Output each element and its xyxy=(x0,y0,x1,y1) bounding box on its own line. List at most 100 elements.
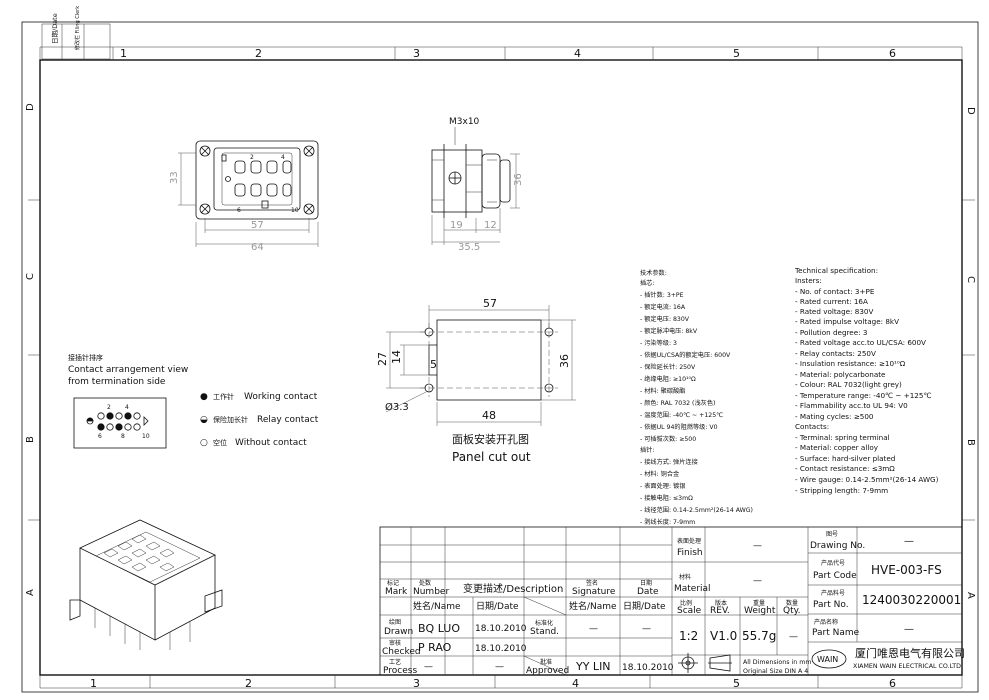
spec-en-line: - Temperature range: -40℃ ~ +125℃ xyxy=(795,391,932,400)
spec-cn-line: - 额定电压: 830V xyxy=(640,315,690,323)
zone-number-top-6: 6 xyxy=(889,47,896,60)
cutout-title-cn: 面板安装开孔图 xyxy=(452,432,529,446)
legend-without-symbol: ○ xyxy=(200,438,208,448)
tb-drawn-date: 18.10.2010 xyxy=(475,624,527,634)
tb-number-en: Number xyxy=(413,587,449,597)
front-view: 2 4 6 10 33 57 64 xyxy=(169,140,319,253)
spec-en-line: Insters: xyxy=(795,276,822,285)
tb-approved-en: Approved xyxy=(526,666,569,676)
spec-cn-line: 插针: xyxy=(640,446,654,454)
tb-scale-val: 1:2 xyxy=(679,629,698,643)
company-logo-text: WAIN xyxy=(817,655,838,664)
zone-letter-left-b: B xyxy=(25,436,36,443)
date-corner-label: 日期/Date xyxy=(51,13,59,44)
legend-relay-cn: 保险加长针 xyxy=(213,415,248,424)
tb-process-en: Process xyxy=(383,666,417,676)
tb-weight-cn: 重量 xyxy=(753,599,765,607)
zone-number-bottom-1: 1 xyxy=(90,677,97,690)
legend-working-cn: 工作针 xyxy=(213,392,234,401)
legend-relay-symbol: ◒ xyxy=(200,415,208,425)
tb-rev-val: V1.0 xyxy=(710,629,737,643)
spec-en-line: - Colour: RAL 7032(light grey) xyxy=(795,380,902,389)
panel-cutout: 57 27 14 5 36 48 Ø3.3 面板安装开孔图 Panel cut … xyxy=(376,297,576,464)
front-pin-6: 6 xyxy=(237,207,241,214)
tb-company-en: XIAMEN WAIN ELECTRICAL CO.LTD xyxy=(853,663,961,670)
spec-en-line: - Rated current: 16A xyxy=(795,297,868,306)
cutout-dim-left-inner: 14 xyxy=(390,350,403,364)
tb-material-val: — xyxy=(753,576,762,586)
tb-name-header-2: 姓名/Name xyxy=(569,600,617,612)
tb-rev-cn: 版本 xyxy=(715,599,727,607)
spec-en-line: - Pollution degree: 3 xyxy=(795,328,867,337)
spec-en-line: - Stripping length: 7-9mm xyxy=(795,486,888,495)
side-dim-b: 12 xyxy=(484,220,497,231)
tb-date-en: Date xyxy=(637,587,659,597)
front-dim-outer-width: 64 xyxy=(251,242,264,253)
side-dim-total: 35.5 xyxy=(458,242,480,253)
front-pin-10: 10 xyxy=(291,207,299,214)
spec-cn-line: - 依据UL/CSA的额定电压: 600V xyxy=(640,351,731,359)
company-logo: WAIN xyxy=(811,649,847,669)
tb-part-code-cn: 产品代号 xyxy=(821,559,845,567)
spec-cn-line: - 颜色: RAL 7032 (浅灰色) xyxy=(640,399,715,407)
tb-process-name: — xyxy=(424,662,433,672)
tb-checked-name: P RAO xyxy=(418,641,452,654)
tb-date-cn: 日期 xyxy=(640,579,652,587)
tb-date-header: 日期/Date xyxy=(476,601,519,612)
spec-cn-line: - 表面处理: 镀银 xyxy=(640,482,685,490)
zone-number-top-5: 5 xyxy=(733,47,740,60)
cutout-dim-bottom: 48 xyxy=(482,409,496,422)
spec-en-line: - Surface: hard-silver plated xyxy=(795,454,895,463)
zone-letter-right-b: B xyxy=(965,439,976,446)
tb-scale-en: Scale xyxy=(677,606,702,616)
tb-stand-en: Stand. xyxy=(530,627,559,637)
tb-finish-en: Finish xyxy=(677,548,703,558)
tb-part-name-val: — xyxy=(904,624,914,635)
tb-part-no-val: 1240030220001 xyxy=(862,593,961,607)
tb-process-date: — xyxy=(495,662,504,672)
contact-heading-en-1: Contact arrangement view xyxy=(68,365,188,375)
contact-heading-cn: 接插针排序 xyxy=(68,353,103,362)
tb-dims-note-1: All Dimensions in mm xyxy=(743,659,812,666)
tb-part-name-cn: 产品名称 xyxy=(814,618,838,626)
tb-drawn-en: Drawn xyxy=(384,627,413,637)
contact-num-8: 8 xyxy=(121,433,125,440)
spec-cn-line: - 温度范围: -40℃ ~ +125℃ xyxy=(640,411,723,419)
spec-cn-line: - 额定脉冲电压: 8kV xyxy=(640,327,698,335)
cutout-dim-five: 5 xyxy=(430,358,437,371)
tb-number-cn: 处数 xyxy=(419,579,431,587)
zone-number-bottom-3: 3 xyxy=(413,677,420,690)
spec-cn-line: - 接线方式: 弹片连接 xyxy=(640,458,698,466)
tb-part-code-val: HVE-003-FS xyxy=(871,563,942,577)
spec-cn-line: - 插针数: 3+PE xyxy=(640,291,684,299)
zone-number-top-3: 3 xyxy=(413,47,420,60)
zone-letter-left-c: C xyxy=(25,273,36,280)
tb-approved-cn: 批准 xyxy=(540,658,552,666)
tb-qty-cn: 数量 xyxy=(786,599,798,607)
spec-en-line: - Mating cycles: ≥500 xyxy=(795,412,874,421)
tb-checked-date: 18.10.2010 xyxy=(475,644,527,654)
contact-heading-en-2: from termination side xyxy=(68,377,166,387)
tb-scale-cn: 比例 xyxy=(680,599,692,607)
front-pin-2: 2 xyxy=(250,154,254,161)
spec-en-line: - Contact resistance: ≤3mΩ xyxy=(795,464,895,473)
spec-cn-line: 插芯: xyxy=(640,279,654,287)
tb-weight-val: 55.7g xyxy=(742,629,776,643)
spec-cn-line: - 依据UL 94的阻燃等级: V0 xyxy=(640,423,718,431)
tb-stand-date: — xyxy=(642,624,651,634)
contact-num-2: 2 xyxy=(107,404,111,411)
cutout-dim-hole: Ø3.3 xyxy=(385,401,409,413)
spec-en-line: - Relay contacts: 250V xyxy=(795,349,876,358)
side-view: M3x10 36 19 12 35.5 xyxy=(431,117,524,253)
tb-name-header: 姓名/Name xyxy=(413,600,461,612)
spec-en-line: - Material: copper alloy xyxy=(795,443,879,452)
spec-en-line: Technical specification: xyxy=(794,266,878,275)
tb-stand-name: — xyxy=(589,624,598,634)
cutout-dim-right: 36 xyxy=(558,354,571,368)
tb-approved-date: 18.10.2010 xyxy=(622,663,674,673)
spec-en-line: - Flammability acc.to UL 94: V0 xyxy=(795,401,908,410)
spec-en-line: - Wire gauge: 0.14-2.5mm²(26-14 AWG) xyxy=(795,475,939,484)
side-dim-height: 36 xyxy=(513,173,524,186)
tb-part-name-en: Part Name xyxy=(812,628,860,638)
spec-cn-line: - 污染等级: 3 xyxy=(640,339,677,347)
